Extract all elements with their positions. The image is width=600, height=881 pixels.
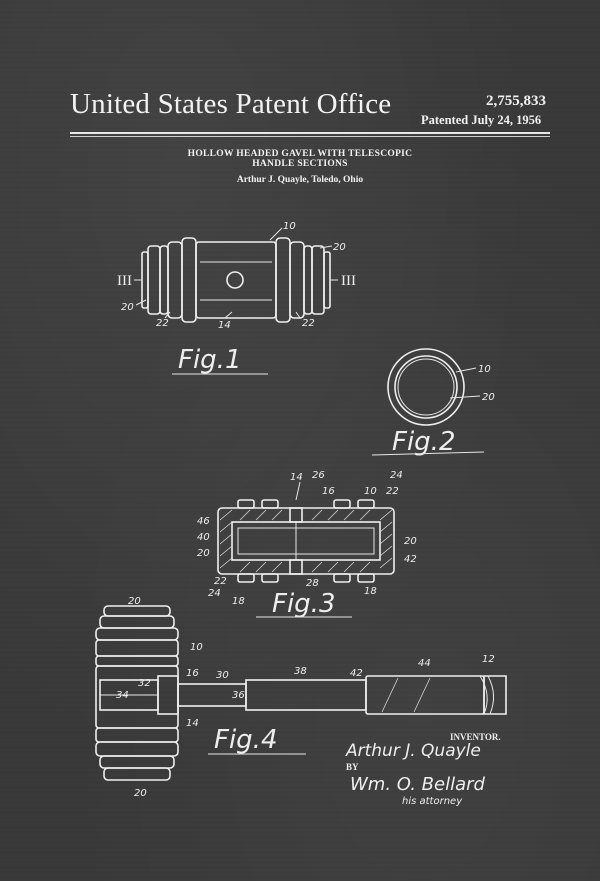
- ref-28-fig3: 28: [306, 578, 319, 589]
- ref-42-fig3: 42: [404, 554, 417, 565]
- ref-40-fig3: 40: [197, 532, 210, 543]
- ref-20-fig1-right: 20: [333, 242, 346, 253]
- attorney-label: his attorney: [402, 796, 463, 807]
- ref-22-fig1-right: 22: [302, 318, 315, 329]
- fig2-label: Fig.2: [392, 427, 456, 457]
- ref-32-fig4: 32: [138, 678, 151, 689]
- ref-20-fig2: 20: [482, 392, 495, 403]
- section-mark-right: III: [341, 273, 356, 289]
- by-label: BY: [346, 762, 359, 772]
- ref-18-fig3-right: 18: [364, 586, 377, 597]
- document-title-line1: HOLLOW HEADED GAVEL WITH TELESCOPIC: [187, 149, 413, 159]
- ref-44-fig4: 44: [418, 658, 431, 669]
- ref-36-fig4: 36: [232, 690, 245, 701]
- ref-24-fig3-top: 24: [390, 470, 403, 481]
- ref-10-fig3: 10: [364, 486, 377, 497]
- ref-12-fig4: 12: [482, 654, 495, 665]
- ref-18-fig3-left: 18: [232, 596, 245, 607]
- inventor-name-signature: Arthur J. Quayle: [345, 741, 481, 761]
- figure-4: 20 10 16 30 32 34 36 38 42 44 12 14 20 F…: [95, 596, 507, 799]
- fig4-label: Fig.4: [214, 725, 278, 755]
- ref-20-fig4-top: 20: [128, 596, 141, 607]
- ref-20-fig4-bottom: 20: [134, 788, 147, 799]
- ref-26-fig3: 26: [312, 470, 325, 481]
- section-mark-left: III: [117, 273, 132, 289]
- ref-14-fig1: 14: [218, 320, 231, 331]
- patent-number: 2,755,833: [486, 93, 546, 109]
- ref-22-fig3-bottom: 22: [214, 576, 227, 587]
- ref-16-fig3: 16: [322, 486, 335, 497]
- ref-30-fig4: 30: [216, 670, 229, 681]
- ref-38-fig4: 38: [294, 666, 307, 677]
- ref-46-fig3: 46: [197, 516, 210, 527]
- figure-3: 14 26 16 10 22 24 46 40 20 20 42 22 24 2…: [197, 470, 417, 619]
- figure-2: 10 20 Fig.2: [371, 348, 495, 457]
- office-title: United States Patent Office: [70, 88, 392, 120]
- ref-16-fig4: 16: [186, 668, 199, 679]
- ref-20-fig3-left: 20: [197, 548, 210, 559]
- fig1-label: Fig.1: [178, 345, 242, 375]
- ref-22-fig1-left: 22: [156, 318, 169, 329]
- inventor-line: Arthur J. Quayle, Toledo, Ohio: [236, 175, 364, 185]
- ref-42-fig4: 42: [350, 668, 363, 679]
- attorney-signature: Wm. O. Bellard: [350, 774, 486, 795]
- patent-date: Patented July 24, 1956: [421, 113, 542, 127]
- ref-20-fig1-left: 20: [121, 302, 134, 313]
- figure-1: III III 10 20 20 22 14 22 Fig.1: [117, 221, 356, 375]
- inventor-label: INVENTOR.: [450, 732, 501, 742]
- ref-24-fig3-bottom: 24: [208, 588, 221, 599]
- ref-10-fig1: 10: [283, 221, 296, 232]
- document-title-line2: HANDLE SECTIONS: [252, 159, 348, 169]
- header-rule: [70, 132, 550, 134]
- ref-10-fig4: 10: [190, 642, 203, 653]
- ref-20-fig3-right: 20: [404, 536, 417, 547]
- ref-10-fig2: 10: [478, 364, 491, 375]
- ref-34-fig4: 34: [116, 690, 129, 701]
- header-rule-thin: [70, 136, 550, 137]
- fig3-label: Fig.3: [272, 589, 336, 619]
- ref-14-fig4: 14: [186, 718, 199, 729]
- ref-14-fig3: 14: [290, 472, 303, 483]
- signature-block: INVENTOR. Arthur J. Quayle BY Wm. O. Bel…: [345, 732, 501, 807]
- ref-22-fig3-top: 22: [386, 486, 399, 497]
